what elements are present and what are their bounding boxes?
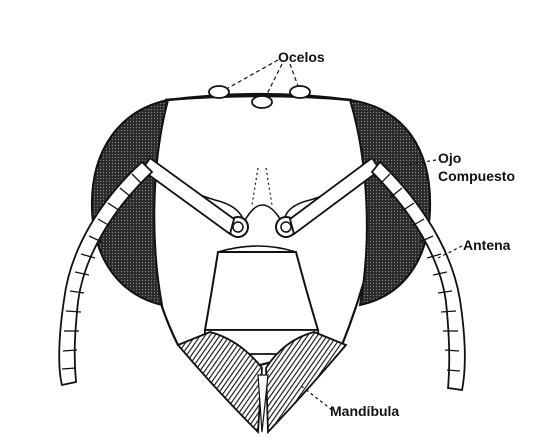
label-antena: Antena — [463, 237, 510, 254]
ocellus-center — [252, 96, 272, 108]
label-ocelos: Ocelos — [278, 49, 325, 66]
ocellus-left — [209, 86, 229, 98]
ocellus-right — [290, 86, 310, 98]
label-compuesto: Compuesto — [438, 168, 515, 185]
label-ojo: Ojo — [438, 150, 461, 167]
label-mandibula: Mandíbula — [330, 403, 399, 420]
